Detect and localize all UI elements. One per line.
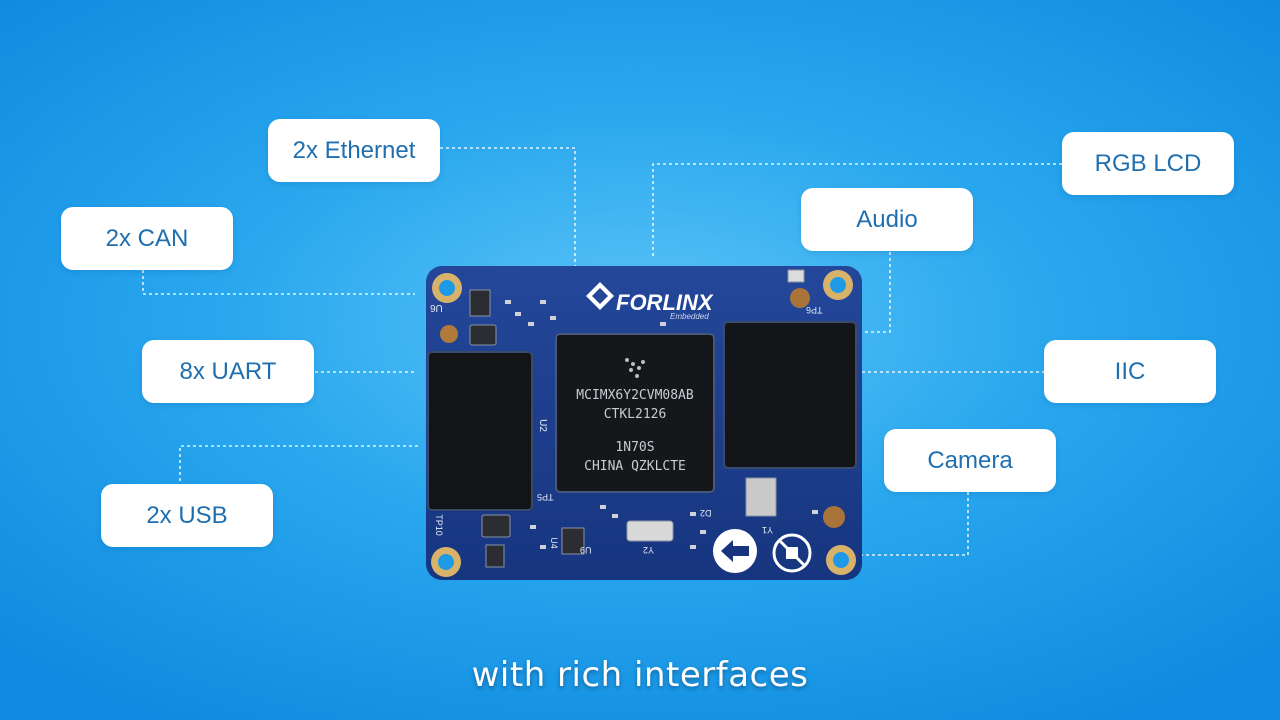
- arrow-left-icon: [713, 529, 757, 573]
- camera-connector: [860, 492, 969, 556]
- cpu-line-1: MCIMX6Y2CVM08AB: [576, 388, 694, 403]
- audio-label: Audio: [801, 188, 973, 251]
- rgb-lcd-label: RGB LCD: [1062, 132, 1234, 195]
- right-memory-chip: [723, 321, 857, 469]
- iic-label: IIC: [1044, 340, 1216, 403]
- rgb-lcd-connector: [652, 163, 1062, 258]
- mounting-hole-icon: [431, 270, 856, 577]
- silk-tp6: TP6: [806, 305, 823, 315]
- nxp-logo-icon: [621, 354, 649, 382]
- video-caption: with rich interfaces: [471, 655, 809, 695]
- silk-d2: D2: [700, 508, 712, 518]
- brand-name: FORLINX: [616, 290, 713, 315]
- uart-label: 8x UART: [142, 340, 314, 403]
- silk-u6: U6: [430, 302, 443, 313]
- cpu-line-4: CHINA QZKLCTE: [584, 459, 686, 474]
- ethernet-connector: [440, 147, 576, 268]
- usb-connector: [179, 445, 420, 487]
- silk-u4: U4: [548, 537, 559, 549]
- camera-label: Camera: [884, 429, 1056, 492]
- cpu-line-2: CTKL2126: [603, 407, 667, 422]
- forlinx-logo-icon: [586, 282, 614, 310]
- brand-subtitle: Embedded: [670, 312, 709, 321]
- cpu-marking: MCIMX6Y2CVM08AB CTKL2126 1N70S CHINA QZK…: [556, 386, 714, 476]
- audio-connector: [860, 252, 891, 333]
- can-connector: [142, 270, 415, 295]
- silk-u9: U9: [580, 545, 592, 555]
- ethernet-label: 2x Ethernet: [268, 119, 440, 182]
- can-label: 2x CAN: [61, 207, 233, 270]
- cpu-line-3: 1N70S: [615, 440, 655, 455]
- left-memory-chip: [427, 351, 533, 511]
- silk-y1: Y1: [762, 525, 774, 535]
- silk-y2: Y2: [643, 545, 655, 555]
- silk-u2: U2: [536, 419, 548, 432]
- silk-tp10: TP10: [433, 514, 444, 536]
- silk-tp5: TP5: [537, 492, 554, 502]
- usb-label: 2x USB: [101, 484, 273, 547]
- weee-icon: [772, 533, 812, 573]
- cpu-chip: [555, 333, 715, 493]
